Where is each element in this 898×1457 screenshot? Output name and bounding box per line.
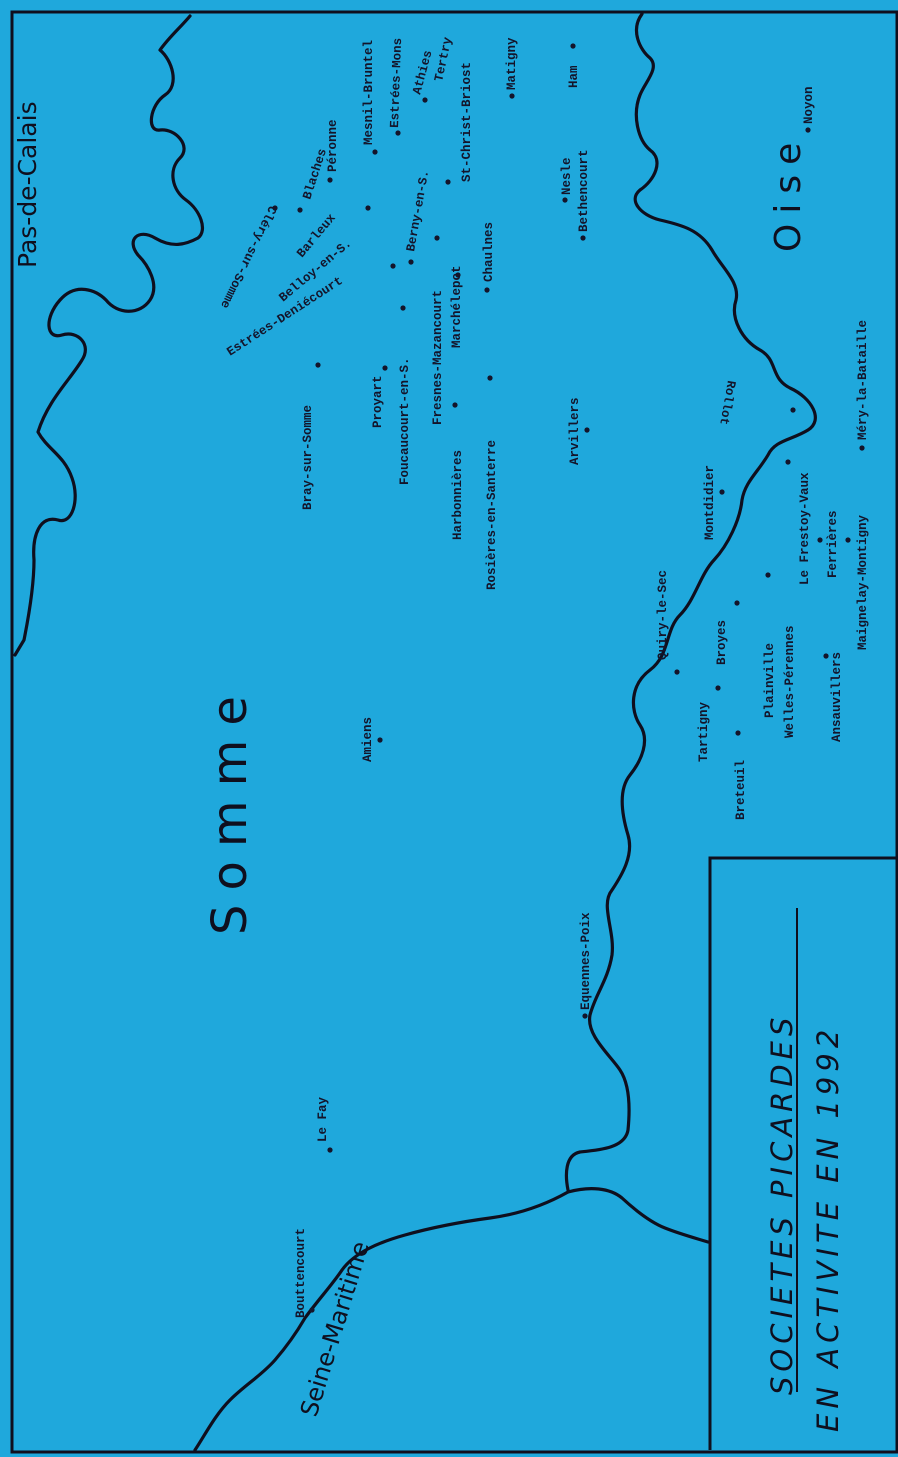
- town-dot: [452, 402, 458, 408]
- town-dot: [434, 235, 440, 241]
- town-dot: [377, 737, 383, 743]
- town-berny-en-s: Berny-en-S.: [404, 169, 432, 253]
- town-welles-perennes: Welles-Pérennes: [783, 625, 797, 738]
- town-ferrieres: Ferrières: [826, 510, 840, 578]
- town-dot: [845, 537, 851, 543]
- town-dot: [859, 445, 865, 451]
- town-clery-sur-somme: Cléry-sur-Somme: [217, 203, 279, 310]
- legend-box: [708, 856, 897, 1450]
- town-proyart: Proyart: [371, 375, 385, 428]
- town-dot: [390, 263, 396, 269]
- town-broyes: Broyes: [715, 620, 729, 665]
- town-dot: [408, 259, 414, 265]
- town-dot: [365, 205, 371, 211]
- town-nesle: Nesle: [560, 157, 574, 195]
- town-maignelay-montigny: Maignelay-Montigny: [856, 514, 870, 650]
- legend-title-line-1: SOCIETES PICARDES: [765, 1013, 799, 1395]
- town-athies: Athies: [410, 49, 435, 96]
- town-dot: [785, 459, 791, 465]
- town-bethencourt: Bethencourt: [577, 149, 591, 232]
- town-amiens: Amiens: [361, 717, 375, 762]
- town-dot: [309, 1307, 315, 1313]
- town-dot: [297, 207, 303, 213]
- town-dot: [735, 730, 741, 736]
- town-chaulnes: Chaulnes: [482, 222, 496, 282]
- town-dot: [580, 235, 586, 241]
- town-dot: [715, 685, 721, 691]
- town-dot: [400, 305, 406, 311]
- town-matigny: Matigny: [505, 37, 519, 90]
- label-pas-de-calais: Pas-de-Calais: [13, 101, 42, 268]
- town-st-christ-briost: St-Christ-Briost: [460, 62, 474, 182]
- town-dot: [372, 149, 378, 155]
- town-le-fay: Le Fay: [316, 1096, 330, 1142]
- town-dot: [395, 130, 401, 136]
- town-dot: [327, 1147, 333, 1153]
- town-dot: [327, 177, 333, 183]
- town-montdidier: Montdidier: [703, 465, 717, 540]
- town-dot: [562, 197, 568, 203]
- town-dot: [674, 669, 680, 675]
- town-dot: [455, 272, 461, 278]
- town-breteuil: Breteuil: [734, 760, 748, 820]
- town-mesnil-bruntel: Mesnil-Bruntel: [362, 40, 376, 145]
- town-ansauvillers: Ansauvillers: [830, 652, 844, 742]
- town-rollot: Rollot: [716, 379, 738, 426]
- town-marchelepot: Marchélepot: [450, 265, 464, 348]
- town-dot: [719, 489, 725, 495]
- town-dot: [509, 93, 515, 99]
- town-dot: [272, 205, 278, 211]
- town-dot: [805, 127, 811, 133]
- label-oise: Oise: [768, 133, 809, 252]
- border-seine-maritime: [193, 1190, 570, 1452]
- town-dot: [765, 572, 771, 578]
- town-fresnes-mazancourt: Fresnes-Mazancourt: [431, 290, 445, 425]
- town-dot: [817, 537, 823, 543]
- town-quiry-le-sec: Quiry-le-Sec: [656, 570, 670, 660]
- town-dot: [445, 179, 451, 185]
- town-dot: [422, 97, 428, 103]
- town-equennes-poix: Equennes-Poix: [579, 912, 593, 1010]
- town-le-frestoy-vaux: Le Frestoy-Vaux: [798, 472, 812, 585]
- town-noyon: Noyon: [802, 86, 816, 124]
- legend-title-line-2: EN ACTIVITE EN 1992: [811, 1025, 845, 1432]
- town-estrees-mons: Estrées-Mons: [388, 38, 405, 128]
- town-dot: [382, 365, 388, 371]
- town-bray-sur-somme: Bray-sur-Somme: [301, 405, 315, 510]
- town-rosieres-en-santerre: Rosières-en-Santerre: [485, 440, 499, 590]
- town-tertry: Tertry: [432, 35, 455, 82]
- town-dot: [584, 427, 590, 433]
- town-dot: [790, 407, 796, 413]
- border-pas-de-calais: [13, 14, 204, 657]
- border-junction-branch: [566, 1187, 710, 1244]
- town-dot: [823, 653, 829, 659]
- town-dot: [484, 287, 490, 293]
- town-dot: [734, 600, 740, 606]
- town-mery-la-bataille: Méry-la-Bataille: [856, 320, 870, 440]
- map-frame: [10, 10, 898, 1454]
- town-plainville: Plainville: [763, 643, 777, 718]
- town-ham: Ham: [567, 65, 581, 88]
- town-bouttencourt: Bouttencourt: [294, 1228, 308, 1318]
- town-dot: [570, 43, 576, 49]
- town-peronne: Péronne: [326, 119, 340, 172]
- town-foucaucourt-en-s: Foucaucourt-en-S.: [398, 357, 412, 485]
- town-dot: [582, 1013, 588, 1019]
- town-blaches: Blaches: [300, 147, 330, 201]
- town-dot: [315, 362, 321, 368]
- border-oise: [564, 12, 817, 1192]
- town-harbonnieres: Harbonnières: [451, 450, 465, 540]
- town-dot: [487, 375, 493, 381]
- label-somme: Somme: [202, 682, 258, 935]
- town-arvillers: Arvillers: [568, 397, 582, 465]
- town-tartigny: Tartigny: [697, 701, 711, 762]
